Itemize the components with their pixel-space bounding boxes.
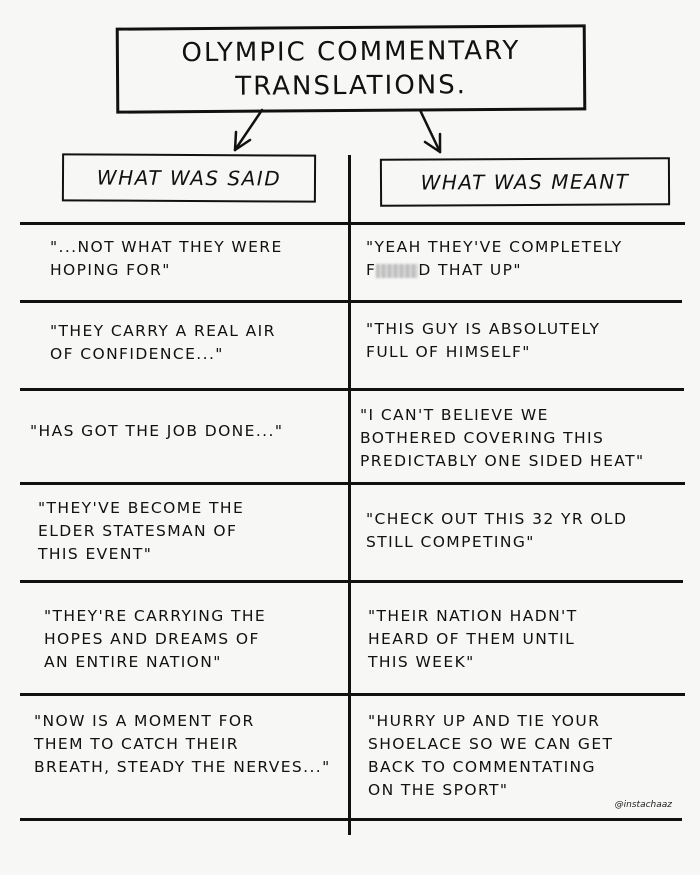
row-divider <box>20 818 682 821</box>
row-divider <box>20 693 685 696</box>
row-divider <box>20 482 685 485</box>
meant-row-1-text-a: "Yeah they've completely F <box>366 238 623 279</box>
column-divider <box>348 155 351 835</box>
meant-row-3: "I can't believe we bothered covering th… <box>360 406 645 470</box>
meant-row-6: "Hurry up and tie your shoelace so we ca… <box>368 712 614 799</box>
meant-row-2: "This guy is absolutely full of himself" <box>366 320 601 361</box>
header-what-was-meant: What was meant <box>379 157 671 207</box>
arrow-right-icon <box>418 108 442 154</box>
meant-row-1: "Yeah they've completely FD that up" <box>366 236 691 282</box>
meant-row-5: "Their nation hadn't heard of them until… <box>368 607 578 671</box>
censor-blur <box>376 263 419 278</box>
meant-row-4: "Check out this 32 yr old still competin… <box>366 510 628 551</box>
row-divider <box>20 300 682 303</box>
author-credit: @instachaaz <box>614 800 672 810</box>
row-divider <box>20 388 684 391</box>
said-row-3: "Has got the job done..." <box>30 422 284 440</box>
said-row-6: "Now is a moment for them to catch their… <box>34 712 331 776</box>
said-row-4: "They've become the elder statesman of t… <box>38 499 245 563</box>
meant-row-1-text-b: D that up" <box>418 261 522 279</box>
row-divider <box>20 580 683 583</box>
said-row-1: "...Not what they were hoping for" <box>50 238 283 279</box>
said-row-5: "They're carrying the hopes and dreams o… <box>44 607 267 671</box>
header-what-was-said: What was said <box>61 153 317 203</box>
row-divider <box>20 222 685 225</box>
arrow-left-icon <box>233 108 264 152</box>
arrows <box>233 108 442 154</box>
said-row-2: "They carry a real air of confidence..." <box>50 322 276 363</box>
